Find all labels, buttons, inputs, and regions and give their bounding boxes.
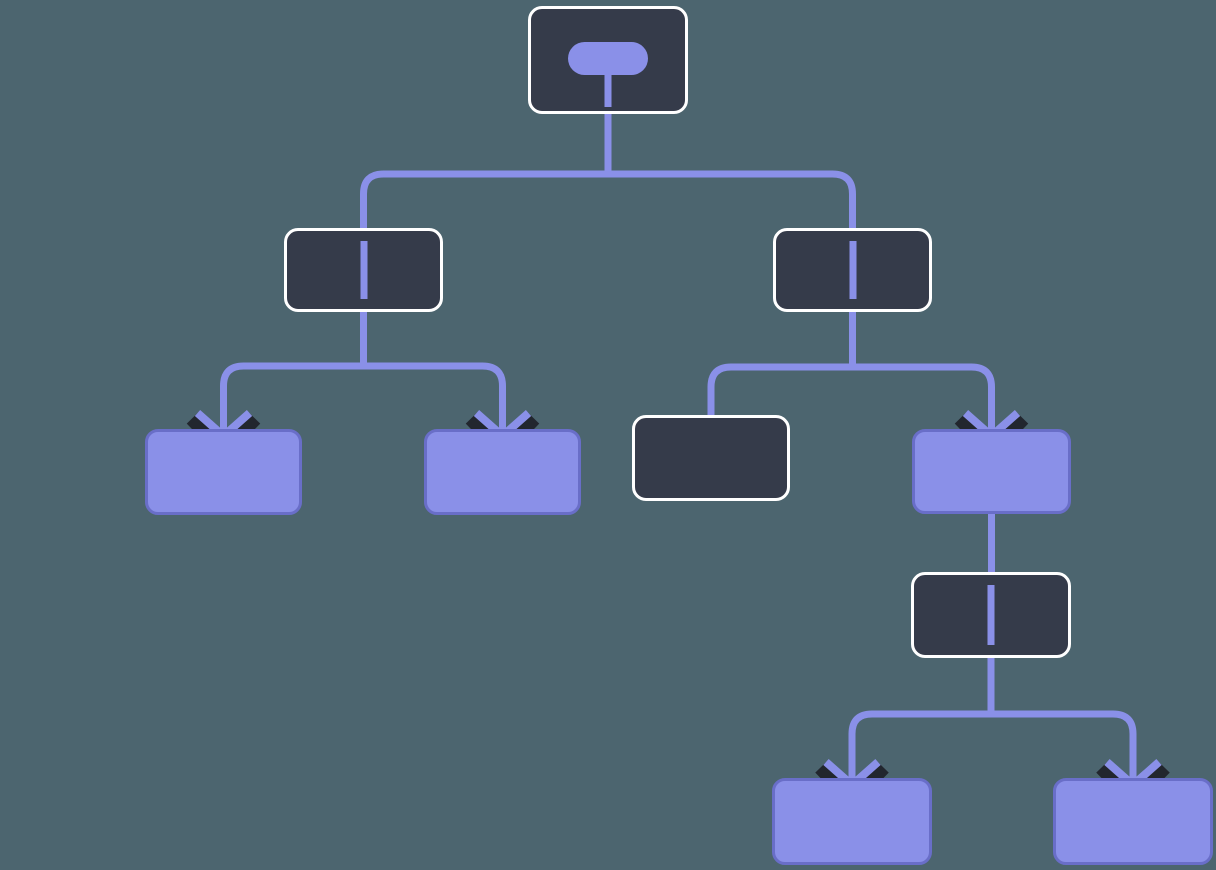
vertical-line-icon — [914, 575, 1068, 655]
connector-line — [848, 658, 1137, 782]
vertical-line-icon — [776, 231, 929, 309]
node-leaf-6 — [1053, 778, 1213, 865]
node-leaf-3 — [632, 415, 790, 501]
node-leaf-1 — [145, 429, 302, 515]
node-leaf-4 — [912, 429, 1071, 514]
node-branch-right — [773, 228, 932, 312]
vertical-line-icon — [287, 231, 440, 309]
node-leaf-5 — [772, 778, 932, 865]
connector-line — [360, 114, 856, 228]
node-leaf-2 — [424, 429, 581, 515]
node-branch-left — [284, 228, 443, 312]
node-root — [528, 6, 688, 114]
subtree-pill-icon — [531, 9, 685, 111]
node-branch-lower — [911, 572, 1071, 658]
connector-line — [220, 312, 506, 433]
